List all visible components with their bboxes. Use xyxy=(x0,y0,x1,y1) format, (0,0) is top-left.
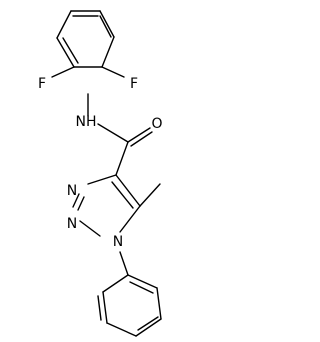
bond xyxy=(115,141,129,176)
bond xyxy=(87,174,117,185)
bond xyxy=(119,251,129,276)
chemical-structure-diagram: F F NH O N N N xyxy=(38,10,163,337)
bond xyxy=(102,274,129,293)
bond xyxy=(97,123,129,143)
bond xyxy=(130,131,153,147)
atom-label-amide-nh: NH xyxy=(76,114,97,130)
bond xyxy=(101,66,125,78)
atom-labels: F F NH O N N N xyxy=(38,76,163,250)
bond xyxy=(127,127,151,143)
bond xyxy=(102,291,108,324)
bond xyxy=(77,196,85,211)
bond xyxy=(79,220,101,237)
bond xyxy=(127,274,158,289)
bond xyxy=(129,281,154,294)
bond xyxy=(62,37,79,64)
atom-label-oxygen: O xyxy=(151,116,162,132)
bond xyxy=(106,322,137,337)
atom-label-fluorine: F xyxy=(38,76,46,92)
bond xyxy=(137,316,159,331)
atom-label-nitrogen: N xyxy=(113,234,123,250)
bond xyxy=(135,318,162,337)
bond xyxy=(139,183,161,207)
bond xyxy=(111,181,134,209)
bond xyxy=(56,37,75,68)
bond xyxy=(97,295,102,321)
bond xyxy=(51,66,75,78)
bond xyxy=(156,287,162,320)
atom-label-nitrogen: N xyxy=(67,183,77,199)
bond xyxy=(115,174,141,207)
bonds xyxy=(51,10,162,337)
atom-label-fluorine: F xyxy=(130,76,138,92)
bond xyxy=(72,193,80,208)
atom-label-nitrogen: N xyxy=(67,216,77,232)
bond xyxy=(99,10,115,38)
bond xyxy=(99,15,112,38)
bond xyxy=(119,205,141,233)
bond xyxy=(56,10,72,39)
bond xyxy=(101,36,115,68)
